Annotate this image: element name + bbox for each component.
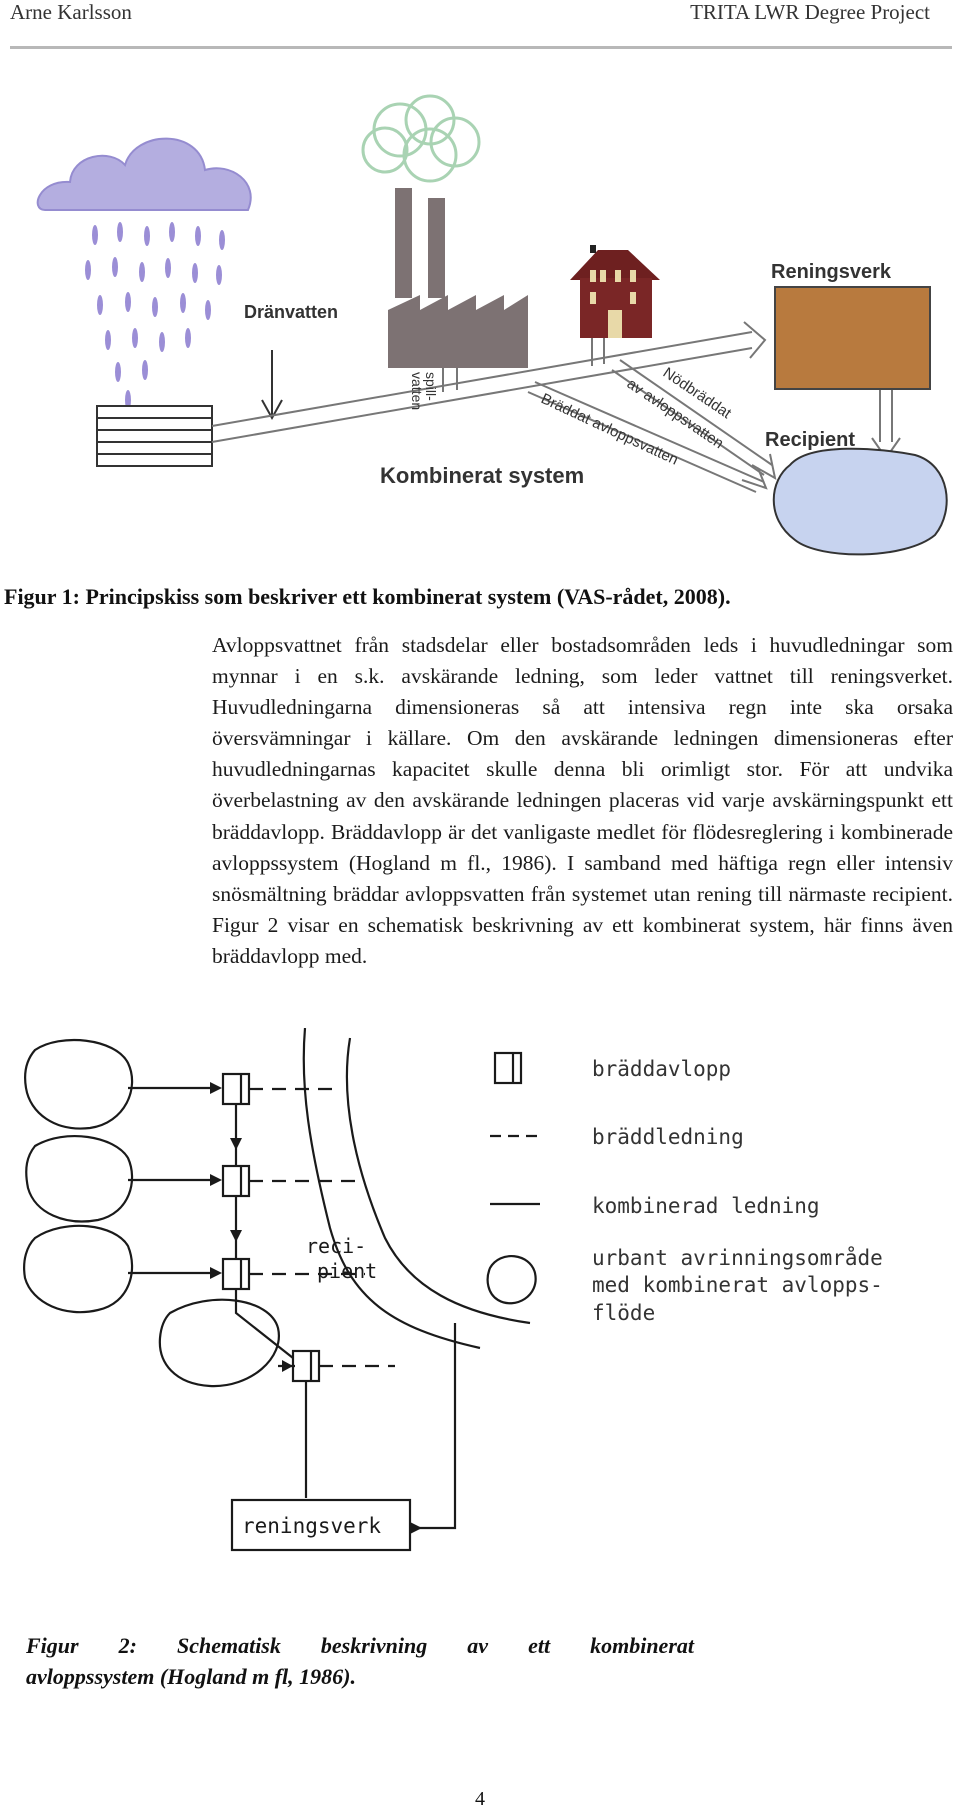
label-dranvatten: Dränvatten <box>244 302 338 322</box>
figure-2-caption-line-1: Figur 2: Schematisk beskrivning av ett k… <box>26 1633 694 1658</box>
tree-outline <box>361 94 481 183</box>
catchment-area <box>24 1038 134 1130</box>
combined-sewer-line <box>234 1289 294 1359</box>
overflow-chamber <box>221 1164 251 1198</box>
overflow-chamber <box>221 1257 251 1291</box>
legend-label-urbant-1: urbant avrinningsområde <box>592 1245 883 1270</box>
legend-label-braddledning: bräddledning <box>592 1125 744 1149</box>
catchment-area <box>23 1224 134 1314</box>
treatment-outflow-arrow <box>871 390 901 460</box>
overflow-chamber <box>291 1349 321 1383</box>
page-number: 4 <box>475 1788 485 1810</box>
overflow-chamber <box>221 1072 251 1106</box>
rain-icon <box>85 222 225 410</box>
catchment-area <box>158 1298 280 1388</box>
body-paragraph: Avloppsvattnet från stadsdelar eller bos… <box>212 633 953 968</box>
label-recipient-1: reci- <box>306 1234 366 1258</box>
treatment-plant-box <box>774 286 931 390</box>
running-header-series: TRITA LWR Degree Project <box>690 0 930 24</box>
drainage-pipe-icon <box>96 405 213 467</box>
dranvatten-arrow <box>261 350 283 421</box>
label-reningsverk: reningsverk <box>242 1514 381 1538</box>
figure-2-caption: Figur 2: Schematisk beskrivning av ett k… <box>26 1630 694 1692</box>
legend-label-kombinerad: kombinerad ledning <box>592 1194 820 1218</box>
figure-1-caption: Figur 1: Principskiss som beskriver ett … <box>4 584 731 609</box>
factory-icon <box>388 188 528 368</box>
label-recipient-2: pient <box>317 1259 377 1283</box>
label-kombinerat-system: Kombinerat system <box>380 463 584 488</box>
running-header-author: Arne Karlsson <box>10 0 132 24</box>
figure-2-schematic: reci- pient reningsverk bräddavlopp bräd… <box>23 1028 883 1552</box>
spillvatten-pipe <box>442 338 605 392</box>
legend-label-braddavlopp: bräddavlopp <box>592 1057 731 1081</box>
recipient-water <box>772 447 948 556</box>
label-reningsverk: Reningsverk <box>771 261 892 283</box>
recipient-river-bank <box>345 1037 531 1325</box>
flow-arrowheads <box>210 1082 422 1534</box>
figure-2-caption-line-2: avloppssystem (Hogland m fl, 1986). <box>26 1664 356 1689</box>
header-rule <box>10 46 952 49</box>
treatment-outflow-line <box>410 1323 457 1530</box>
figure-1-combined-system-sketch: Dränvatten spill- vatten Reningsverk Nöd… <box>36 94 948 556</box>
catchment-area <box>25 1135 134 1223</box>
recipient-river-bank <box>302 1028 481 1350</box>
legend-overflow-chamber-icon <box>493 1051 523 1085</box>
legend-catchment-icon <box>486 1254 537 1305</box>
label-spill-2: vatten <box>409 372 425 410</box>
label-recipient: Recipient <box>765 429 855 451</box>
label-spill-1: spill- <box>423 372 439 401</box>
legend-label-urbant-3: flöde <box>592 1301 655 1325</box>
cloud-icon <box>36 137 252 211</box>
main-pipe <box>211 321 767 443</box>
overflow-pipes <box>527 359 777 493</box>
legend-label-urbant-2: med kombinerat avlopps- <box>592 1273 883 1297</box>
house-icon <box>570 245 660 338</box>
